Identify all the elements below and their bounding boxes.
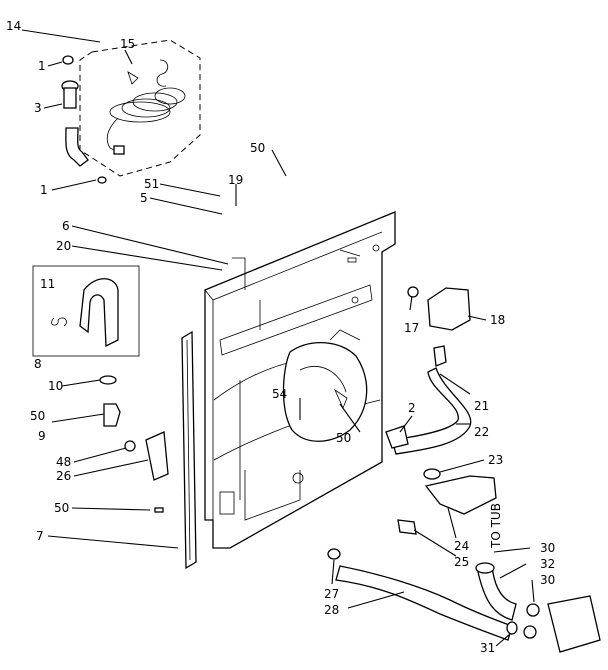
- clip-part: [127, 71, 139, 85]
- side-rail: [181, 330, 197, 570]
- callout-6: 6: [62, 219, 70, 233]
- callout-1: 1: [40, 183, 48, 197]
- callout-50: 50: [336, 431, 351, 445]
- pump-18: [427, 287, 471, 331]
- callout-25: 25: [454, 555, 469, 569]
- plug-part: [113, 145, 125, 155]
- callout-54: 54: [272, 387, 287, 401]
- callout-1: 1: [38, 59, 46, 73]
- callout-50: 50: [54, 501, 69, 515]
- callout-23: 23: [488, 453, 503, 467]
- callout-19: 19: [228, 173, 243, 187]
- tub-outlet: [547, 595, 601, 653]
- callout-50: 50: [30, 409, 45, 423]
- drain-hose-kit-box: [32, 265, 140, 357]
- cord-kit-box: [79, 39, 201, 177]
- leader-lines: [21, 29, 535, 647]
- hose-32: [477, 565, 517, 621]
- callout-32: 32: [540, 557, 555, 571]
- callout-28: 28: [324, 603, 339, 617]
- left-parts: [99, 375, 169, 513]
- callout-50: 50: [250, 141, 265, 155]
- inlet-hose-assembly: [61, 55, 107, 184]
- bracket-26: [145, 431, 169, 481]
- rear-panel: [204, 211, 396, 549]
- bottom-hoses: [327, 548, 601, 653]
- callout-24: 24: [454, 539, 469, 553]
- callout-labels: 14 15 1 3 1 6 20 51 5 19 50 11 8 10 50 9…: [6, 19, 555, 655]
- callout-48: 48: [56, 455, 71, 469]
- washer-part: [62, 55, 74, 65]
- callout-18: 18: [490, 313, 505, 327]
- callout-10: 10: [48, 379, 63, 393]
- callout-51: 51: [144, 177, 159, 191]
- callout-2: 2: [408, 401, 416, 415]
- callout-26: 26: [56, 469, 71, 483]
- to-tub-label: TO TUB: [489, 503, 503, 549]
- callout-14: 14: [6, 19, 21, 33]
- ring-part: [99, 375, 117, 385]
- callout-3: 3: [34, 101, 42, 115]
- callout-31: 31: [480, 641, 495, 655]
- callout-8: 8: [34, 357, 42, 371]
- callout-9: 9: [38, 429, 46, 443]
- callout-5: 5: [140, 191, 148, 205]
- callout-20: 20: [56, 239, 71, 253]
- right-parts: [385, 286, 497, 535]
- callout-7: 7: [36, 529, 44, 543]
- callout-11: 11: [40, 277, 55, 291]
- callout-21: 21: [474, 399, 489, 413]
- callout-15: 15: [120, 37, 135, 51]
- valve-9: [103, 403, 121, 427]
- hose-28: [335, 565, 513, 641]
- callout-30: 30: [540, 573, 555, 587]
- pump-24: [424, 475, 497, 515]
- callout-30: 30: [540, 541, 555, 555]
- callout-27: 27: [324, 587, 339, 601]
- callout-22: 22: [474, 425, 489, 439]
- callout-17: 17: [404, 321, 419, 335]
